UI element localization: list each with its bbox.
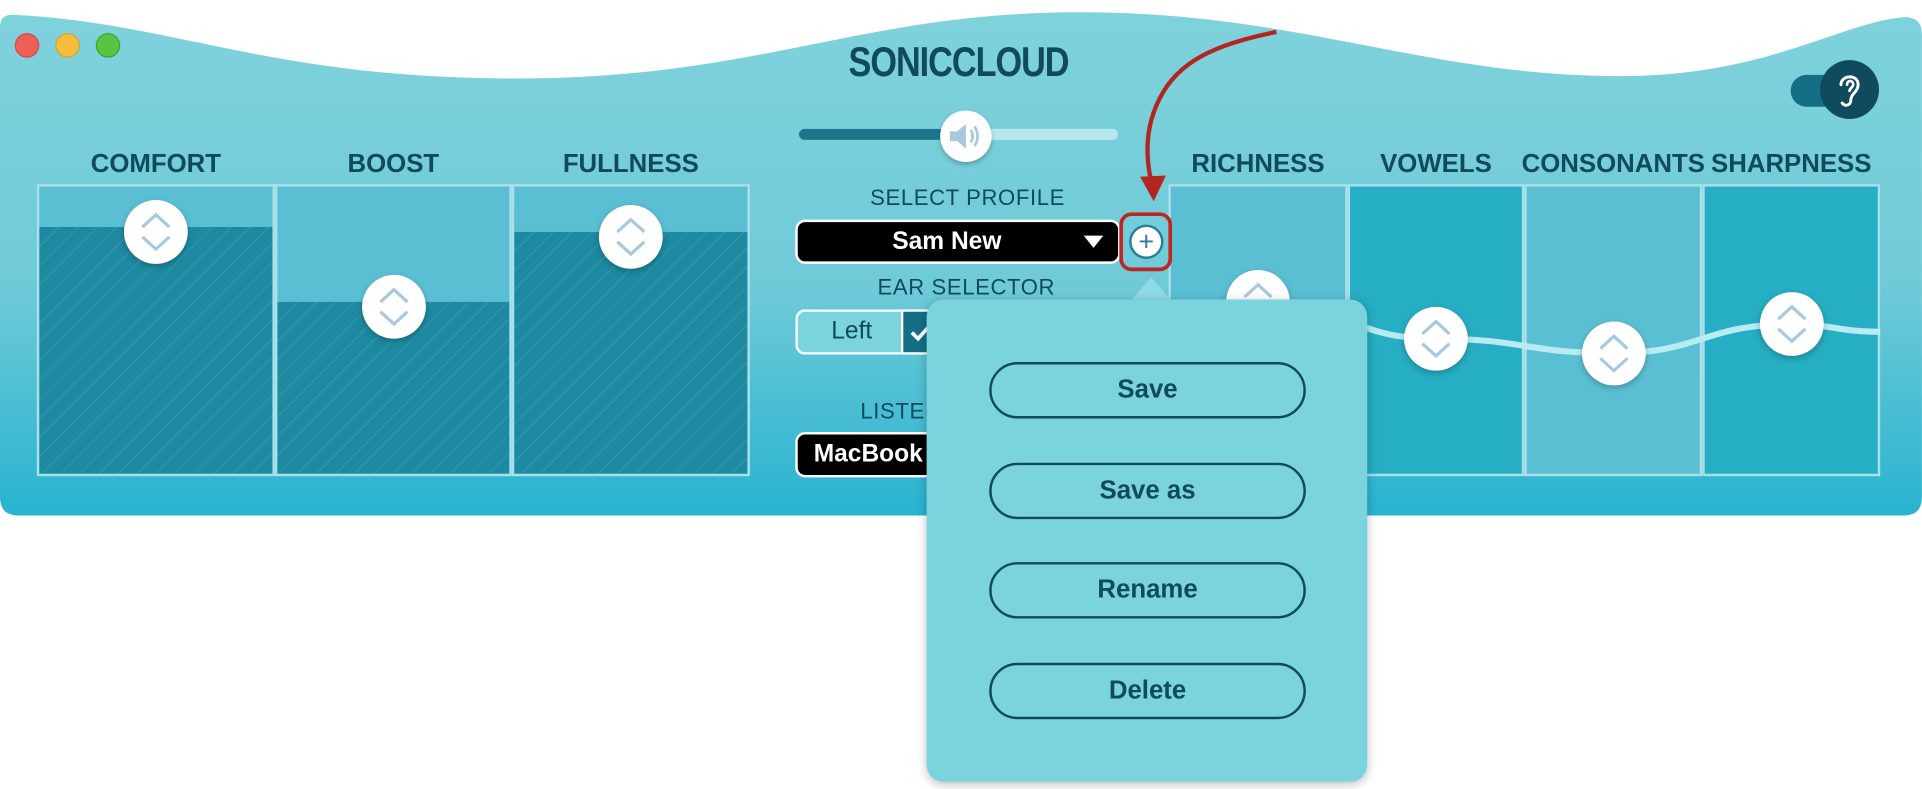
app-title: SONICCLOUD — [848, 39, 1070, 86]
popover-arrow — [1131, 277, 1171, 300]
up-down-chevron-icon — [1598, 333, 1628, 373]
ear-left-option[interactable]: Left — [795, 309, 906, 355]
band-label-boost: BOOST — [347, 149, 440, 178]
menu-delete-button[interactable]: Delete — [989, 662, 1306, 720]
listening-device-value: MacBook — [813, 440, 923, 468]
band-knob-comfort[interactable] — [123, 200, 188, 264]
band-label-fullness: FULLNESS — [562, 149, 699, 178]
up-down-chevron-icon — [1421, 319, 1451, 359]
annotation-arrow — [1140, 29, 1277, 202]
up-down-chevron-icon — [1776, 305, 1806, 344]
band-label-richness: RICHNESS — [1191, 149, 1325, 178]
profile-selected-value: Sam New — [892, 227, 1002, 255]
up-down-chevron-icon — [378, 287, 408, 327]
zoom-window-button[interactable] — [95, 33, 121, 58]
plus-icon: + — [1138, 225, 1155, 257]
band-knob-sharpness[interactable] — [1759, 292, 1824, 357]
band-knob-fullness[interactable] — [598, 204, 663, 269]
band-fill — [514, 231, 748, 474]
ear-left-label: Left — [831, 317, 873, 345]
profile-dropdown[interactable]: Sam New — [795, 219, 1121, 264]
ear-icon — [1839, 75, 1860, 107]
band-label-consonants: CONSONANTS — [1521, 149, 1705, 178]
band-label-vowels: VOWELS — [1380, 149, 1492, 178]
dropdown-arrow-icon — [1083, 235, 1104, 248]
checkmark-icon — [910, 325, 931, 342]
speaker-icon — [949, 123, 979, 149]
menu-save-button[interactable]: Save — [989, 362, 1306, 419]
band-knob-boost[interactable] — [361, 274, 426, 339]
add-profile-button[interactable]: + — [1129, 224, 1164, 259]
ear-toggle-button[interactable] — [1820, 60, 1879, 120]
band-knob-vowels[interactable] — [1404, 306, 1468, 371]
band-fill — [39, 227, 273, 474]
select-profile-label: SELECT PROFILE — [870, 185, 1065, 210]
minimize-window-button[interactable] — [55, 33, 80, 58]
ear-selector-label: EAR SELECTOR — [877, 274, 1056, 300]
menu-rename-button[interactable]: Rename — [989, 562, 1306, 619]
band-label-sharpness: SHARPNESS — [1711, 149, 1872, 178]
listening-device-dropdown[interactable]: MacBook — [795, 432, 943, 478]
up-down-chevron-icon — [141, 212, 171, 252]
volume-slider-fill — [798, 128, 966, 140]
up-down-chevron-icon — [616, 217, 646, 257]
band-knob-consonants[interactable] — [1581, 321, 1646, 386]
close-window-button[interactable] — [14, 33, 40, 58]
menu-save-as-button[interactable]: Save as — [989, 462, 1306, 520]
band-fill — [277, 301, 510, 474]
add-button-highlight — [1119, 212, 1173, 272]
band-label-comfort: COMFORT — [90, 149, 222, 178]
volume-slider-knob[interactable] — [940, 110, 992, 163]
